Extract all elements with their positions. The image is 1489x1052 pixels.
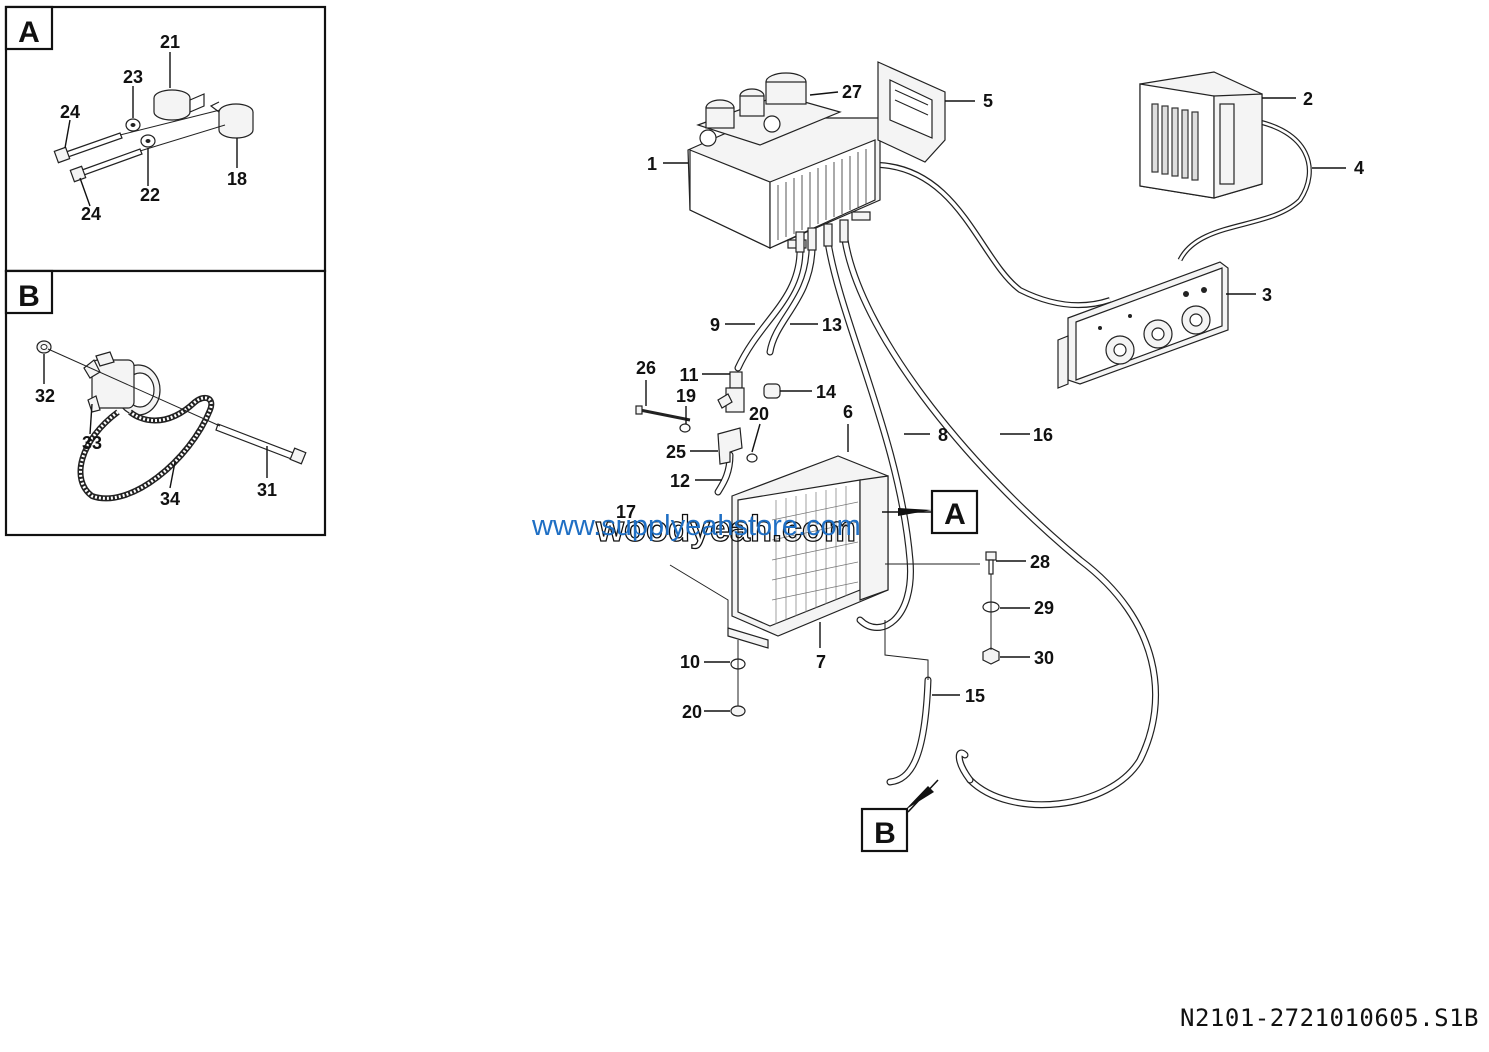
- detail-ref-b: B: [860, 779, 939, 853]
- callout-10: 10: [680, 652, 700, 672]
- bracket-25-drawing: [717, 427, 743, 465]
- heater-unit-1-drawing: [687, 72, 881, 253]
- callout-19: 19: [676, 386, 696, 406]
- bolt-28-drawing: [985, 551, 997, 575]
- callout-14: 14: [816, 382, 836, 402]
- washer-19-drawing: [679, 423, 691, 433]
- callout-32: 32: [35, 386, 55, 406]
- detail-ref-a-label: A: [944, 498, 966, 531]
- compressor-33-drawing: [83, 351, 161, 416]
- callout-26: 26: [636, 358, 656, 378]
- callout-5: 5: [983, 91, 993, 111]
- belt-34-drawing: [77, 394, 215, 502]
- callout-34: 34: [160, 489, 180, 509]
- control-panel-3-drawing: [1057, 261, 1229, 389]
- watermark-blue: www.supplyeahstore.com: [531, 510, 861, 542]
- callout-21: 21: [160, 32, 180, 52]
- detail-ref-a: A: [882, 489, 979, 535]
- vent-grille-2-drawing: [1139, 71, 1263, 199]
- detail-panel-a: A: [4, 5, 327, 273]
- bolt-31-drawing: [215, 423, 307, 465]
- callout-2: 2: [1303, 89, 1313, 109]
- callout-9: 9: [710, 315, 720, 335]
- callout-33: 33: [82, 433, 102, 453]
- detail-panel-b: B 32 33 34 3: [4, 269, 327, 537]
- callout-24-upper: 24: [60, 102, 80, 122]
- callout-8: 8: [938, 425, 948, 445]
- callout-3: 3: [1262, 285, 1272, 305]
- hose-16-drawing: [841, 236, 1159, 809]
- callout-4: 4: [1354, 158, 1364, 178]
- callout-12: 12: [670, 471, 690, 491]
- drawing-code: N2101-2721010605.S1B: [1180, 1004, 1479, 1032]
- hose-15-drawing: [886, 676, 932, 786]
- clamp-21-drawing: [153, 89, 205, 121]
- washer-20-upper-drawing: [746, 453, 758, 463]
- panel-b-label: B: [18, 280, 40, 313]
- panel-a-label: A: [18, 16, 40, 49]
- bolt-24-lower-drawing: [69, 148, 143, 183]
- callout-17: 17: [616, 502, 636, 522]
- callout-leaders: [645, 91, 1346, 712]
- callout-6: 6: [843, 402, 853, 422]
- nut-20-lower-drawing: [730, 705, 746, 717]
- nut-32-drawing: [36, 340, 52, 354]
- watermark-black: woodyeah.com: [595, 508, 856, 549]
- callout-23: 23: [123, 67, 143, 87]
- callout-29: 29: [1034, 598, 1054, 618]
- callout-7: 7: [816, 652, 826, 672]
- callout-1: 1: [647, 154, 657, 174]
- fitting-14-drawing: [763, 383, 781, 399]
- nut-30-drawing: [982, 647, 1000, 665]
- callout-15: 15: [965, 686, 985, 706]
- detail-ref-b-label: B: [874, 817, 896, 850]
- callout-27: 27: [842, 82, 862, 102]
- cable-4-drawing: [1177, 117, 1312, 262]
- callout-13: 13: [822, 315, 842, 335]
- callout-24-lower: 24: [81, 204, 101, 224]
- hose-13-drawing: [766, 246, 816, 356]
- callout-30: 30: [1034, 648, 1054, 668]
- callout-25: 25: [666, 442, 686, 462]
- hose-9-drawing: [734, 246, 804, 372]
- callout-20-upper: 20: [749, 404, 769, 424]
- condenser-unit-6-drawing: [727, 455, 889, 649]
- callout-31: 31: [257, 480, 277, 500]
- callout-22: 22: [140, 185, 160, 205]
- callout-18: 18: [227, 169, 247, 189]
- callout-11: 11: [679, 365, 698, 385]
- bolt-24-upper-drawing: [53, 132, 123, 164]
- vent-5-drawing: [877, 61, 946, 163]
- callout-28: 28: [1030, 552, 1050, 572]
- clamp-18-drawing: [209, 101, 254, 139]
- bolt-26-drawing: [635, 405, 691, 422]
- callout-16: 16: [1033, 425, 1053, 445]
- valve-11-drawing: [717, 371, 745, 413]
- callout-20-lower: 20: [682, 702, 702, 722]
